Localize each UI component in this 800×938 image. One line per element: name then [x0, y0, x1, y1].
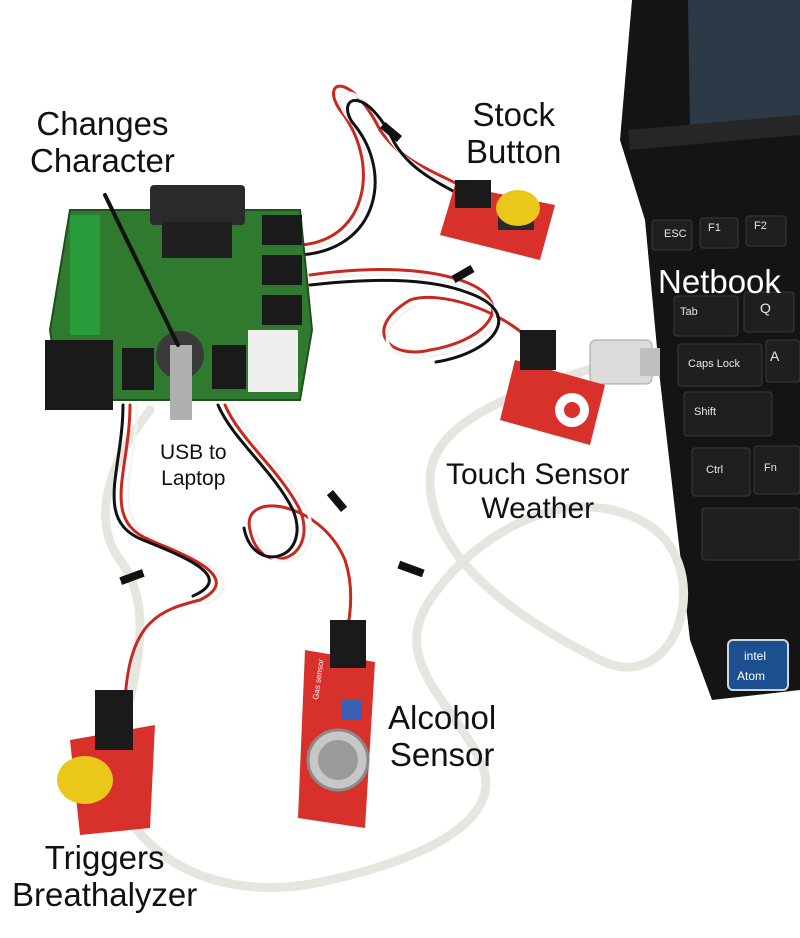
key-fn: Fn — [764, 462, 777, 474]
gas-sensor-module: Gas sensor — [298, 620, 375, 828]
label-triggers-breathalyzer: Triggers Breathalyzer — [12, 839, 198, 914]
label-netbook: Netbook — [658, 263, 781, 300]
key-f2: F2 — [754, 220, 767, 232]
pointer-lines — [103, 193, 180, 347]
label-usb-to-laptop: USB to Laptop — [160, 440, 227, 493]
label-alcohol-sensor: Alcohol Sensor — [388, 699, 497, 774]
label-stock-button-line2: Button — [466, 132, 562, 170]
usb-cable — [101, 355, 689, 892]
label-touch-sensor-weather-line1: Touch Sensor — [446, 458, 630, 491]
breathalyzer-button-module — [57, 690, 155, 835]
key-a: A — [770, 348, 780, 364]
label-changes-character: Changes Character — [30, 105, 175, 180]
label-stock-button: Stock Button — [466, 96, 562, 171]
label-alcohol-sensor-line2: Sensor — [389, 735, 495, 773]
key-f1: F1 — [708, 222, 721, 234]
zip-ties — [119, 121, 475, 585]
label-alcohol-sensor-line1: Alcohol — [388, 699, 497, 736]
netbook: intel Atom — [620, 0, 800, 700]
key-tab: Tab — [680, 306, 698, 318]
sensor-wires — [112, 84, 532, 702]
touch-sensor-module — [500, 330, 605, 445]
label-stock-button-line1: Stock — [472, 96, 555, 133]
label-usb-to-laptop-line2: Laptop — [161, 467, 226, 491]
intel-atom-badge: intel Atom — [727, 639, 789, 691]
label-touch-sensor-weather: Touch Sensor Weather — [446, 458, 629, 525]
badge-model: Atom — [737, 669, 765, 683]
stock-button-module — [440, 180, 555, 260]
label-changes-character-line2: Character — [30, 141, 175, 179]
usb-plug — [589, 339, 660, 385]
label-usb-to-laptop-line1: USB to — [160, 441, 227, 464]
key-q: Q — [760, 300, 771, 316]
label-touch-sensor-weather-line2: Weather — [481, 491, 595, 525]
key-esc: ESC — [664, 228, 687, 240]
label-triggers-breathalyzer-line1: Triggers — [44, 839, 165, 876]
badge-brand: intel — [744, 649, 766, 663]
key-ctrl: Ctrl — [706, 464, 724, 476]
label-changes-character-line1: Changes — [36, 105, 169, 142]
key-caps-lock: Caps Lock — [688, 358, 740, 370]
label-triggers-breathalyzer-line2: Breathalyzer — [12, 875, 198, 913]
arduino-shield — [45, 185, 314, 420]
key-shift: Shift — [694, 406, 717, 418]
